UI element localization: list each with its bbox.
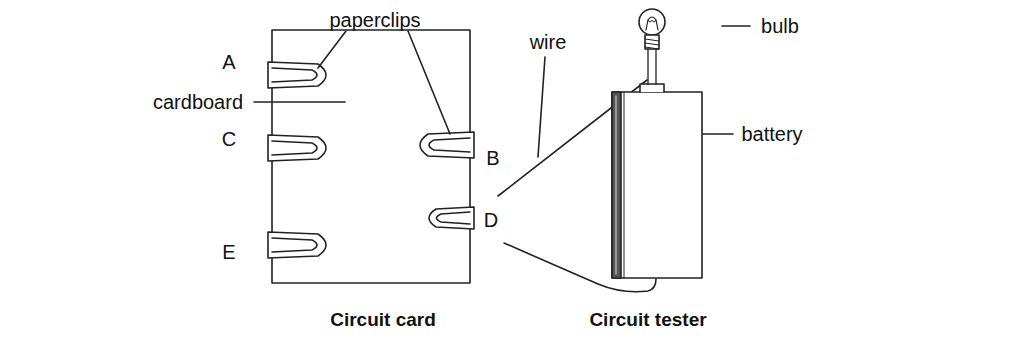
- battery: [612, 84, 702, 278]
- terminal-letter: B: [486, 147, 499, 169]
- callout-label: paperclips: [329, 9, 420, 31]
- terminal-letter: D: [484, 209, 498, 231]
- paperclip: [429, 207, 474, 229]
- leader-line: [318, 31, 346, 68]
- terminal-letter: A: [222, 51, 235, 73]
- leader-line: [408, 31, 450, 134]
- paperclip: [420, 132, 474, 158]
- terminal-letter: C: [222, 128, 236, 150]
- terminal-letter: E: [222, 241, 235, 263]
- caption: Circuit card: [330, 310, 436, 331]
- leader-line: [254, 101, 345, 103]
- paperclip: [268, 232, 326, 258]
- bulb: [639, 9, 665, 84]
- paperclip: [268, 135, 326, 161]
- leader-line: [702, 133, 733, 135]
- callout-label: bulb: [761, 15, 799, 37]
- callout-label: cardboard: [153, 91, 243, 113]
- paperclip: [268, 62, 326, 88]
- callout-label: battery: [741, 123, 802, 145]
- caption: Circuit tester: [589, 310, 706, 331]
- leader-line: [538, 57, 545, 157]
- leader-line: [722, 25, 750, 27]
- callout-label: wire: [530, 31, 567, 53]
